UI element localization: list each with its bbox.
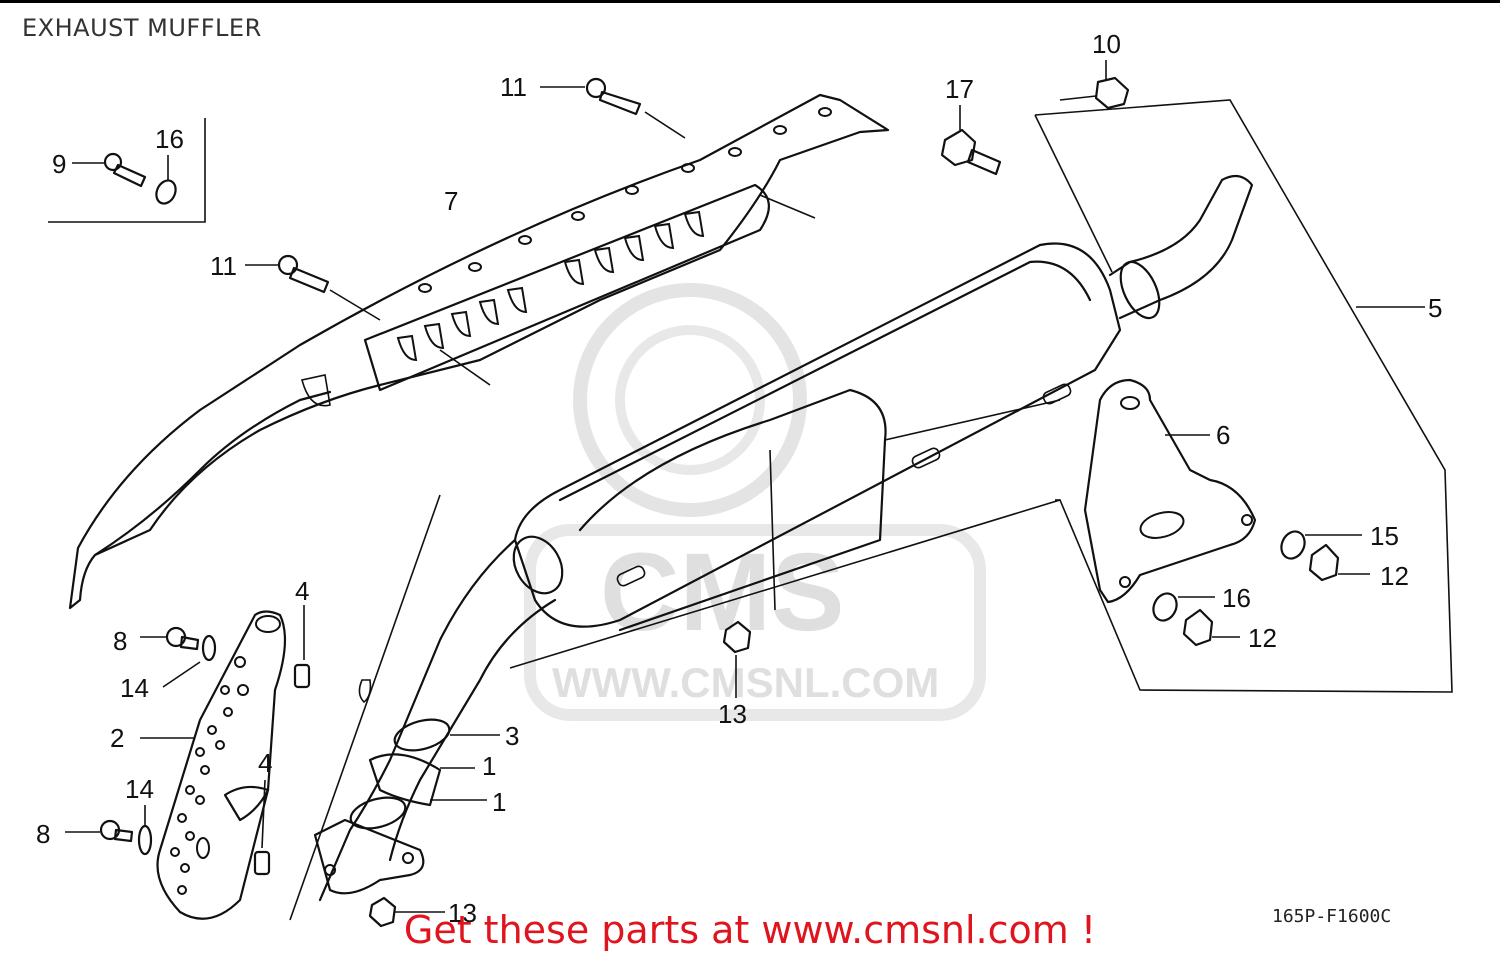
gasket-parts-1-3 xyxy=(313,718,500,895)
bolt-11-mid xyxy=(245,254,381,321)
callout-6: 6 xyxy=(1216,420,1230,450)
hardware-fasteners xyxy=(65,60,1370,928)
watermark-url: WWW.CMSNL.COM xyxy=(552,659,939,706)
washer-16-inset xyxy=(155,155,177,205)
callout-16a: 16 xyxy=(155,124,184,154)
callout-14a: 14 xyxy=(120,673,149,703)
bolt-8-lower-washer-14 xyxy=(65,805,153,856)
callout-7: 7 xyxy=(444,186,458,216)
collar-4-lower xyxy=(253,779,271,876)
bolt-10 xyxy=(1059,60,1130,110)
callout-9: 9 xyxy=(52,149,66,179)
callout-15: 15 xyxy=(1370,521,1399,551)
inset-bracket-9-16 xyxy=(48,118,206,223)
nut-13-mid xyxy=(722,620,752,698)
heat-shield-mount-holes xyxy=(418,107,832,293)
callout-4a: 4 xyxy=(295,576,309,606)
callout-16b: 16 xyxy=(1222,583,1251,613)
callout-labels: 1 1 2 3 4 4 5 6 7 8 8 9 10 11 11 12 12 1… xyxy=(36,29,1442,928)
protector-holes xyxy=(170,656,249,895)
nut-13-bottom xyxy=(368,896,445,928)
callout-13a: 13 xyxy=(718,699,747,729)
callout-1a: 1 xyxy=(482,751,496,781)
callout-12b: 12 xyxy=(1248,623,1277,653)
protector-part-2 xyxy=(140,610,287,920)
washer-15-nut-12-right xyxy=(1280,530,1370,582)
bolt-9 xyxy=(72,152,147,188)
watermark: CMS WWW.CMSNL.COM xyxy=(524,283,986,721)
heat-shield-part-7 xyxy=(68,93,890,610)
muffler-part-5 xyxy=(289,99,1453,921)
top-border xyxy=(0,0,1500,3)
callout-8a: 8 xyxy=(113,626,127,656)
callout-17: 17 xyxy=(945,74,974,104)
washer-16-nut-12-lower xyxy=(1152,592,1240,647)
bolt-17 xyxy=(940,105,1002,176)
callout-12a: 12 xyxy=(1380,561,1409,591)
bolt-8-upper-washer-14 xyxy=(140,626,217,688)
heat-shield-vents xyxy=(396,210,705,362)
callout-8b: 8 xyxy=(36,819,50,849)
watermark-logo: CMS xyxy=(600,531,844,654)
callout-5: 5 xyxy=(1428,293,1442,323)
callout-11b: 11 xyxy=(210,251,237,281)
footer-link-text[interactable]: Get these parts at www.cmsnl.com ! xyxy=(403,908,1097,952)
callout-13b: 13 xyxy=(448,898,477,928)
callout-4b: 4 xyxy=(258,748,272,778)
callout-3: 3 xyxy=(505,721,519,751)
callout-1b: 1 xyxy=(492,787,506,817)
bolt-11-top xyxy=(540,77,686,139)
callout-2: 2 xyxy=(110,723,124,753)
bracket-part-6 xyxy=(1083,378,1257,604)
callout-14b: 14 xyxy=(125,774,154,804)
callout-11a: 11 xyxy=(500,72,527,102)
callout-10: 10 xyxy=(1092,29,1121,59)
diagram-code: 165P-F1600C xyxy=(1272,906,1391,927)
collar-4-upper xyxy=(293,605,311,689)
page-title: EXHAUST MUFFLER xyxy=(22,14,262,42)
